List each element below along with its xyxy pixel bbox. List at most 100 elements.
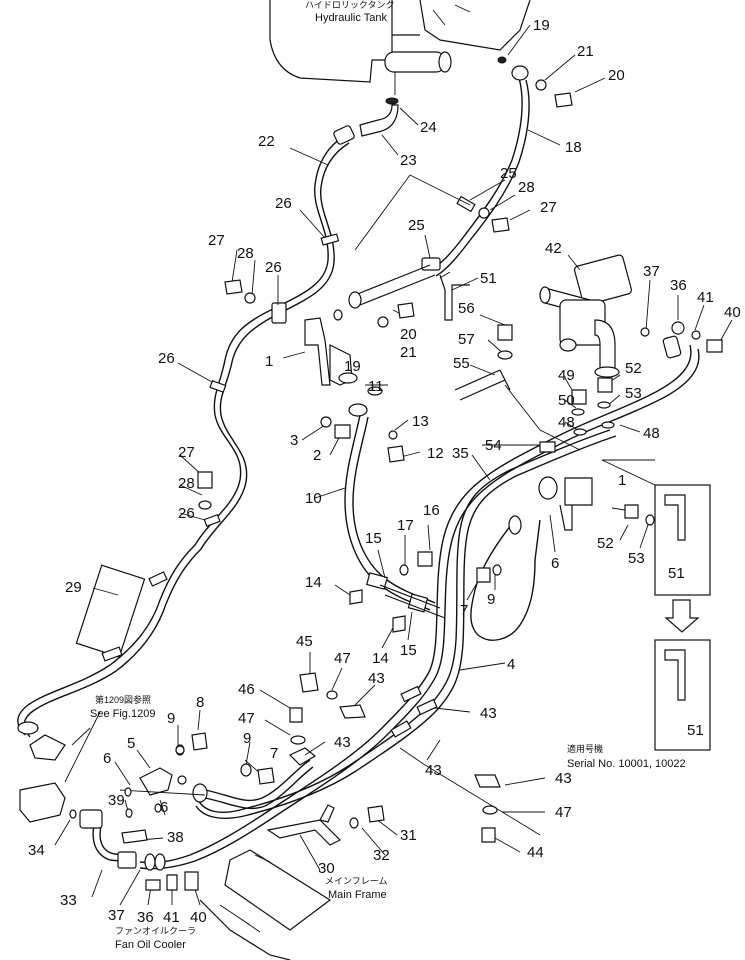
part-number: 21: [400, 344, 417, 361]
part-number: 20: [400, 326, 417, 343]
part-number: 14: [372, 650, 389, 667]
part-number: 37: [643, 263, 660, 280]
part-number: 48: [558, 414, 575, 431]
part-number: 6: [160, 799, 168, 816]
part-number: 39: [108, 792, 125, 809]
part-number: 19: [344, 358, 361, 375]
part-number: 26: [275, 195, 292, 212]
part-number: 54: [485, 437, 502, 454]
part-number: 30: [318, 860, 335, 877]
part-number: 57: [458, 331, 475, 348]
part-number: 28: [237, 245, 254, 262]
part-number: 27: [540, 199, 557, 216]
part-number: 3: [290, 432, 298, 449]
part-number: 51: [480, 270, 497, 287]
part-number: 16: [423, 502, 440, 519]
pipe-33: [79, 809, 166, 871]
part-number: 47: [334, 650, 351, 667]
part-number: 40: [724, 304, 741, 321]
part-number: 17: [397, 517, 414, 534]
hose-22-assembly: [17, 125, 355, 738]
part-number: 1: [265, 353, 273, 370]
part-number: 40: [190, 909, 207, 926]
part-number: 23: [400, 152, 417, 169]
arrow-down-icon: [664, 599, 700, 633]
fasteners: [69, 56, 723, 891]
part-number: 2: [313, 447, 321, 464]
labels: ハイドロリックタンク Hydraulic Tank 第1209図参照 See F…: [90, 0, 686, 951]
part-number: 22: [258, 133, 275, 150]
hydraulic-tank-label-jp: ハイドロリックタンク: [305, 0, 394, 10]
part-number: 51: [687, 722, 704, 739]
part-number: 52: [597, 535, 614, 552]
fan-oil-cooler-label-en: Fan Oil Cooler: [115, 939, 186, 951]
part-number: 43: [480, 705, 497, 722]
part-number: 48: [643, 425, 660, 442]
leader-lines: [54, 24, 733, 906]
part-number: 41: [697, 289, 714, 306]
part-number: 21: [577, 43, 594, 60]
part-number: 27: [178, 444, 195, 461]
part-number: 26: [265, 259, 282, 276]
part-number: 27: [208, 232, 225, 249]
part-number: 26: [178, 505, 195, 522]
bracket-1-upper: [304, 317, 358, 386]
hydraulic-tank: [269, 0, 531, 95]
part-number: 47: [238, 710, 255, 727]
part-number: 46: [238, 681, 255, 698]
part-number: 51: [668, 565, 685, 582]
valve-42: [539, 254, 633, 378]
part-number-callouts: 19 21 20 24 22 23 18 25 28 27 26 25 42 3…: [28, 17, 741, 926]
part-number: 7: [270, 745, 278, 762]
part-number: 42: [545, 240, 562, 257]
part-number: 9: [167, 710, 175, 727]
part-number: 24: [420, 119, 437, 136]
part-number: 25: [408, 217, 425, 234]
part-number: 41: [163, 909, 180, 926]
part-number: 35: [452, 445, 469, 462]
part-number: 52: [625, 360, 642, 377]
part-number: 50: [558, 392, 575, 409]
part-number: 6: [103, 750, 111, 767]
part-number: 33: [60, 892, 77, 909]
clamp-26-group: [101, 233, 340, 662]
part-number: 29: [65, 579, 82, 596]
part-number: 47: [555, 804, 572, 821]
part-number: 9: [243, 730, 251, 747]
part-number: 20: [608, 67, 625, 84]
serial-label-en: Serial No. 10001, 10022: [567, 758, 686, 770]
part-number: 18: [565, 139, 582, 156]
part-number: 25: [500, 165, 517, 182]
part-number: 37: [108, 907, 125, 924]
see-fig-label-jp: 第1209図参照: [95, 694, 151, 705]
part-number: 36: [670, 277, 687, 294]
part-number: 53: [628, 550, 645, 567]
inset-bracket-51: [654, 484, 711, 751]
part-number: 8: [196, 694, 204, 711]
part-number: 19: [533, 17, 550, 34]
fan-oil-cooler-label-jp: ファンオイルクーラ: [115, 926, 196, 936]
hose-7: [470, 476, 593, 641]
component-34: [19, 711, 101, 823]
part-number: 43: [334, 734, 351, 751]
part-number: 28: [518, 179, 535, 196]
serial-label-jp: 適用号機: [567, 743, 603, 754]
part-number: 45: [296, 633, 313, 650]
part-number: 31: [400, 827, 417, 844]
part-number: 6: [551, 555, 559, 572]
elbow-5: [139, 747, 317, 810]
part-number: 15: [400, 642, 417, 659]
part-number: 38: [167, 829, 184, 846]
part-number: 15: [365, 530, 382, 547]
part-number: 43: [425, 762, 442, 779]
part-number: 9: [487, 591, 495, 608]
part-number: 49: [558, 367, 575, 384]
part-number: 13: [412, 413, 429, 430]
part-number: 28: [178, 475, 195, 492]
hydraulic-tank-label-en: Hydraulic Tank: [315, 12, 387, 24]
part-number: 43: [368, 670, 385, 687]
part-number: 7: [460, 602, 468, 619]
main-frame-label-en: Main Frame: [328, 889, 387, 901]
main-frame: [199, 849, 332, 960]
